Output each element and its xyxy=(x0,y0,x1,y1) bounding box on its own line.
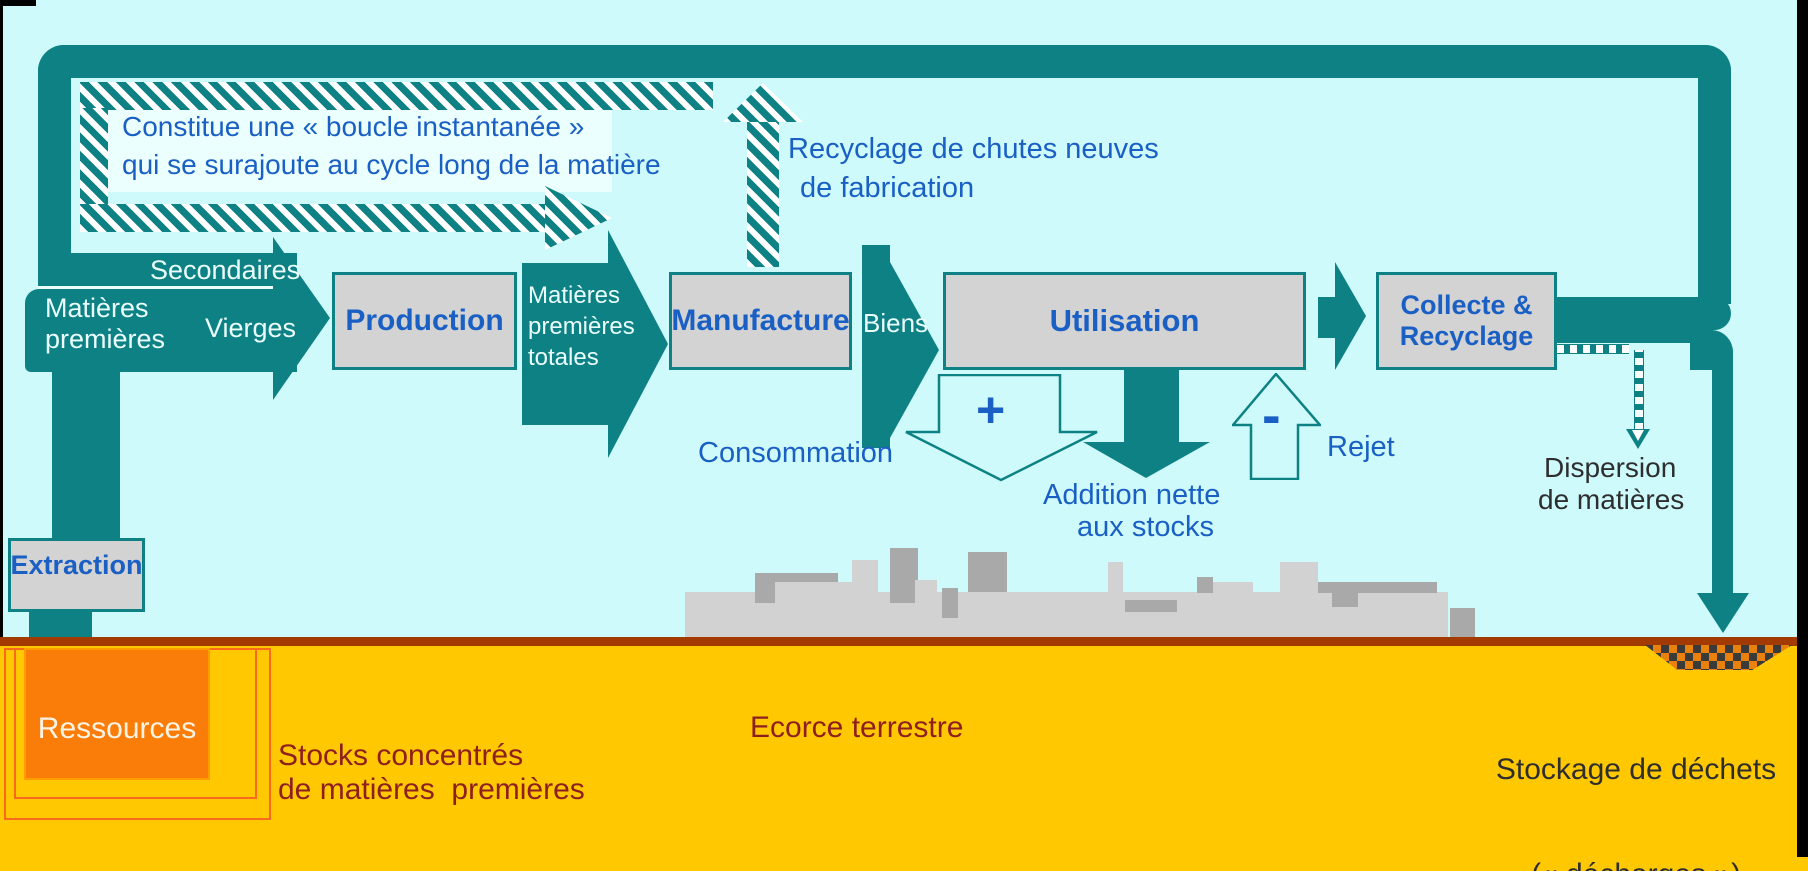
totales-label-line1: Matières xyxy=(528,282,621,309)
minus-sign: - xyxy=(1262,383,1281,446)
city-block xyxy=(1108,562,1123,637)
extraction-box: Extraction xyxy=(8,538,145,612)
recycling-label-line1: Recyclage de chutes neuves xyxy=(788,133,1159,165)
city-block xyxy=(1280,562,1318,637)
consommation-outline-arrow xyxy=(905,374,1098,482)
city-block xyxy=(915,580,937,618)
totales-label-line3: totales xyxy=(528,344,599,371)
matieres-premieres-label-line1: Matières xyxy=(45,293,149,323)
production-label: Production xyxy=(345,304,504,337)
rejet-outline-arrow xyxy=(1232,373,1321,480)
matieres-premieres-label-line2: premières xyxy=(45,324,166,354)
ressources-label: Ressources xyxy=(37,712,197,745)
dispersion-arrowhead-inner xyxy=(1632,430,1644,441)
note-line1: Constitue une « boucle instantanée » xyxy=(122,111,585,142)
stockage-label-line2: (« décharges ») xyxy=(1480,857,1792,871)
new-scrap-recycling-band xyxy=(747,120,779,267)
city-block xyxy=(1197,577,1213,593)
dispersion-dashed-horizontal xyxy=(1557,344,1629,354)
instant-loop-bottom-band xyxy=(80,204,545,232)
ressources-fill-rect: Ressources xyxy=(24,648,210,780)
vierges-band xyxy=(25,289,297,372)
rejet-label: Rejet xyxy=(1327,431,1395,463)
waste-arrowhead xyxy=(1697,593,1749,633)
secondaires-band xyxy=(60,253,297,290)
collecte-recyclage-box: Collecte & Recyclage xyxy=(1376,272,1557,370)
long-cycle-loop-band xyxy=(38,45,1731,290)
secondaires-label: Secondaires xyxy=(150,255,301,285)
city-block xyxy=(1318,582,1437,593)
instant-loop-left-band xyxy=(80,108,108,206)
waste-band-vertical xyxy=(1712,350,1733,593)
city-block xyxy=(1450,608,1475,637)
city-block xyxy=(1362,593,1448,637)
stocks-label-line1: Stocks concentrés xyxy=(278,739,524,772)
note-line2: qui se surajoute au cycle long de la mat… xyxy=(122,149,661,180)
extraction-ground-stub xyxy=(29,612,92,637)
collecte-label-line1: Collecte & xyxy=(1400,290,1533,320)
loop-return-band xyxy=(1557,297,1731,330)
biens-label: Biens xyxy=(863,308,929,338)
addition-label-line1: Addition nette xyxy=(1043,479,1221,511)
dispersion-label-line2: de matières xyxy=(1538,484,1685,515)
stockage-label-line1: Stockage de déchets xyxy=(1495,753,1777,786)
earth-crust-line xyxy=(0,637,1808,646)
collecte-label: Collecte & Recyclage xyxy=(1400,290,1534,352)
waste-band-horizontal xyxy=(1557,330,1713,343)
edge-strip-right xyxy=(1797,0,1808,857)
vierges-label: Vierges xyxy=(205,313,297,343)
band-separator-line xyxy=(38,286,277,289)
city-block xyxy=(775,582,852,637)
dispersion-dashed-vertical xyxy=(1634,350,1644,430)
manufacture-label: Manufacture xyxy=(671,304,850,337)
collecte-arrow-body xyxy=(1318,297,1335,338)
production-box: Production xyxy=(332,272,517,370)
extraction-label: Extraction xyxy=(10,550,143,580)
biens-arrowhead xyxy=(890,262,939,438)
biens-arrow-body xyxy=(862,245,890,448)
collecte-label-line2: Recyclage xyxy=(1399,321,1534,351)
note-box xyxy=(100,100,612,192)
totales-arrowhead xyxy=(608,230,668,458)
city-block xyxy=(1125,600,1177,612)
city-block xyxy=(852,560,878,637)
production-input-arrowhead xyxy=(273,237,330,400)
extraction-pipe xyxy=(52,360,120,540)
collecte-arrowhead xyxy=(1335,262,1366,370)
manufacture-box: Manufacture xyxy=(669,272,852,370)
ecorce-label: Ecorce terrestre xyxy=(750,711,964,744)
city-block xyxy=(1213,582,1253,637)
city-block xyxy=(942,588,958,618)
dispersion-label-line1: Dispersion xyxy=(1544,452,1677,483)
recycling-label-line2: de fabrication xyxy=(800,172,975,204)
stocks-label-line2: de matières premières xyxy=(278,773,585,806)
ground-fill xyxy=(0,646,1808,871)
city-block xyxy=(890,548,918,603)
city-block xyxy=(1332,593,1358,607)
edge-strip-left xyxy=(0,0,3,637)
edge-notch-topleft xyxy=(0,0,36,6)
consommation-label: Consommation xyxy=(698,437,894,469)
utilisation-label: Utilisation xyxy=(1049,303,1200,338)
net-addition-arrowhead xyxy=(1083,442,1210,478)
totales-label-line2: premières xyxy=(528,313,635,340)
city-block xyxy=(968,552,1007,592)
instant-loop-top-band xyxy=(80,82,713,110)
addition-label-line2: aux stocks xyxy=(1077,511,1214,543)
stockage-label: Stockage de déchets (« décharges ») xyxy=(1480,682,1792,871)
net-addition-arrow-body xyxy=(1124,370,1179,442)
plus-sign: + xyxy=(976,382,1006,438)
utilisation-box: Utilisation xyxy=(943,272,1306,370)
totales-arrow-body xyxy=(522,263,608,425)
